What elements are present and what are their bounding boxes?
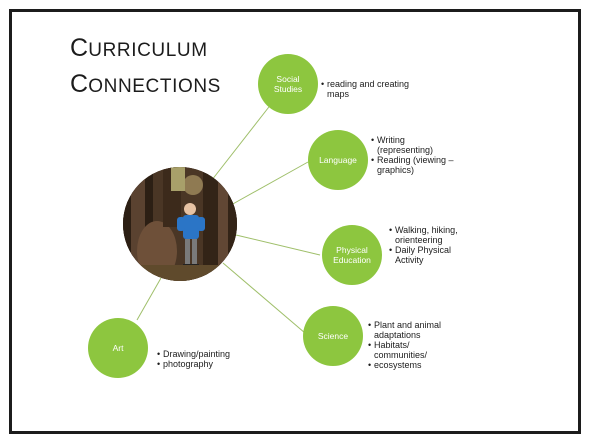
node-label: Language: [319, 155, 357, 165]
slide-title: CURRICULUM CONNECTIONS: [70, 32, 260, 104]
bullet-item: photography: [157, 359, 257, 369]
bullets-social-studies: reading and creating maps: [321, 79, 417, 99]
bullet-item: Walking, hiking, orienteering: [389, 225, 469, 245]
node-art: Art: [88, 318, 148, 378]
center-photo: [123, 167, 237, 281]
connector-science: [222, 262, 306, 334]
node-label: Art: [112, 343, 124, 353]
connector-language: [230, 161, 309, 206]
node-social-studies: Social Studies: [258, 54, 318, 114]
bullet-item: reading and creating maps: [321, 79, 417, 99]
bullet-item: Plant and animal adaptations: [368, 320, 458, 340]
node-science: Science: [303, 306, 363, 366]
title-line-2: CONNECTIONS: [70, 70, 221, 98]
bullets-physical-education: Walking, hiking, orienteering Daily Phys…: [389, 225, 469, 265]
bullet-item: Writing (representing): [371, 135, 461, 155]
connector-physical-education: [235, 234, 321, 256]
node-label: Physical Education: [333, 245, 371, 265]
node-physical-education: Physical Education: [322, 225, 382, 285]
node-language: Language: [308, 130, 368, 190]
connector-social-studies: [207, 102, 273, 186]
bullet-item: Drawing/painting: [157, 349, 257, 359]
bullet-item: Daily Physical Activity: [389, 245, 469, 265]
bullets-science: Plant and animal adaptations Habitats/ c…: [368, 320, 458, 370]
title-line-1: CURRICULUM: [70, 34, 208, 62]
bullet-item: Habitats/ communities/: [368, 340, 458, 360]
child-by-tree-image: [123, 167, 237, 281]
bullets-language: Writing (representing) Reading (viewing …: [371, 135, 461, 175]
node-label: Science: [317, 331, 349, 341]
bullet-item: Reading (viewing – graphics): [371, 155, 461, 175]
connector-art: [136, 277, 162, 321]
bullet-item: ecosystems: [368, 360, 458, 370]
bullets-art: Drawing/painting photography: [157, 349, 257, 369]
node-label: Social Studies: [273, 74, 303, 94]
